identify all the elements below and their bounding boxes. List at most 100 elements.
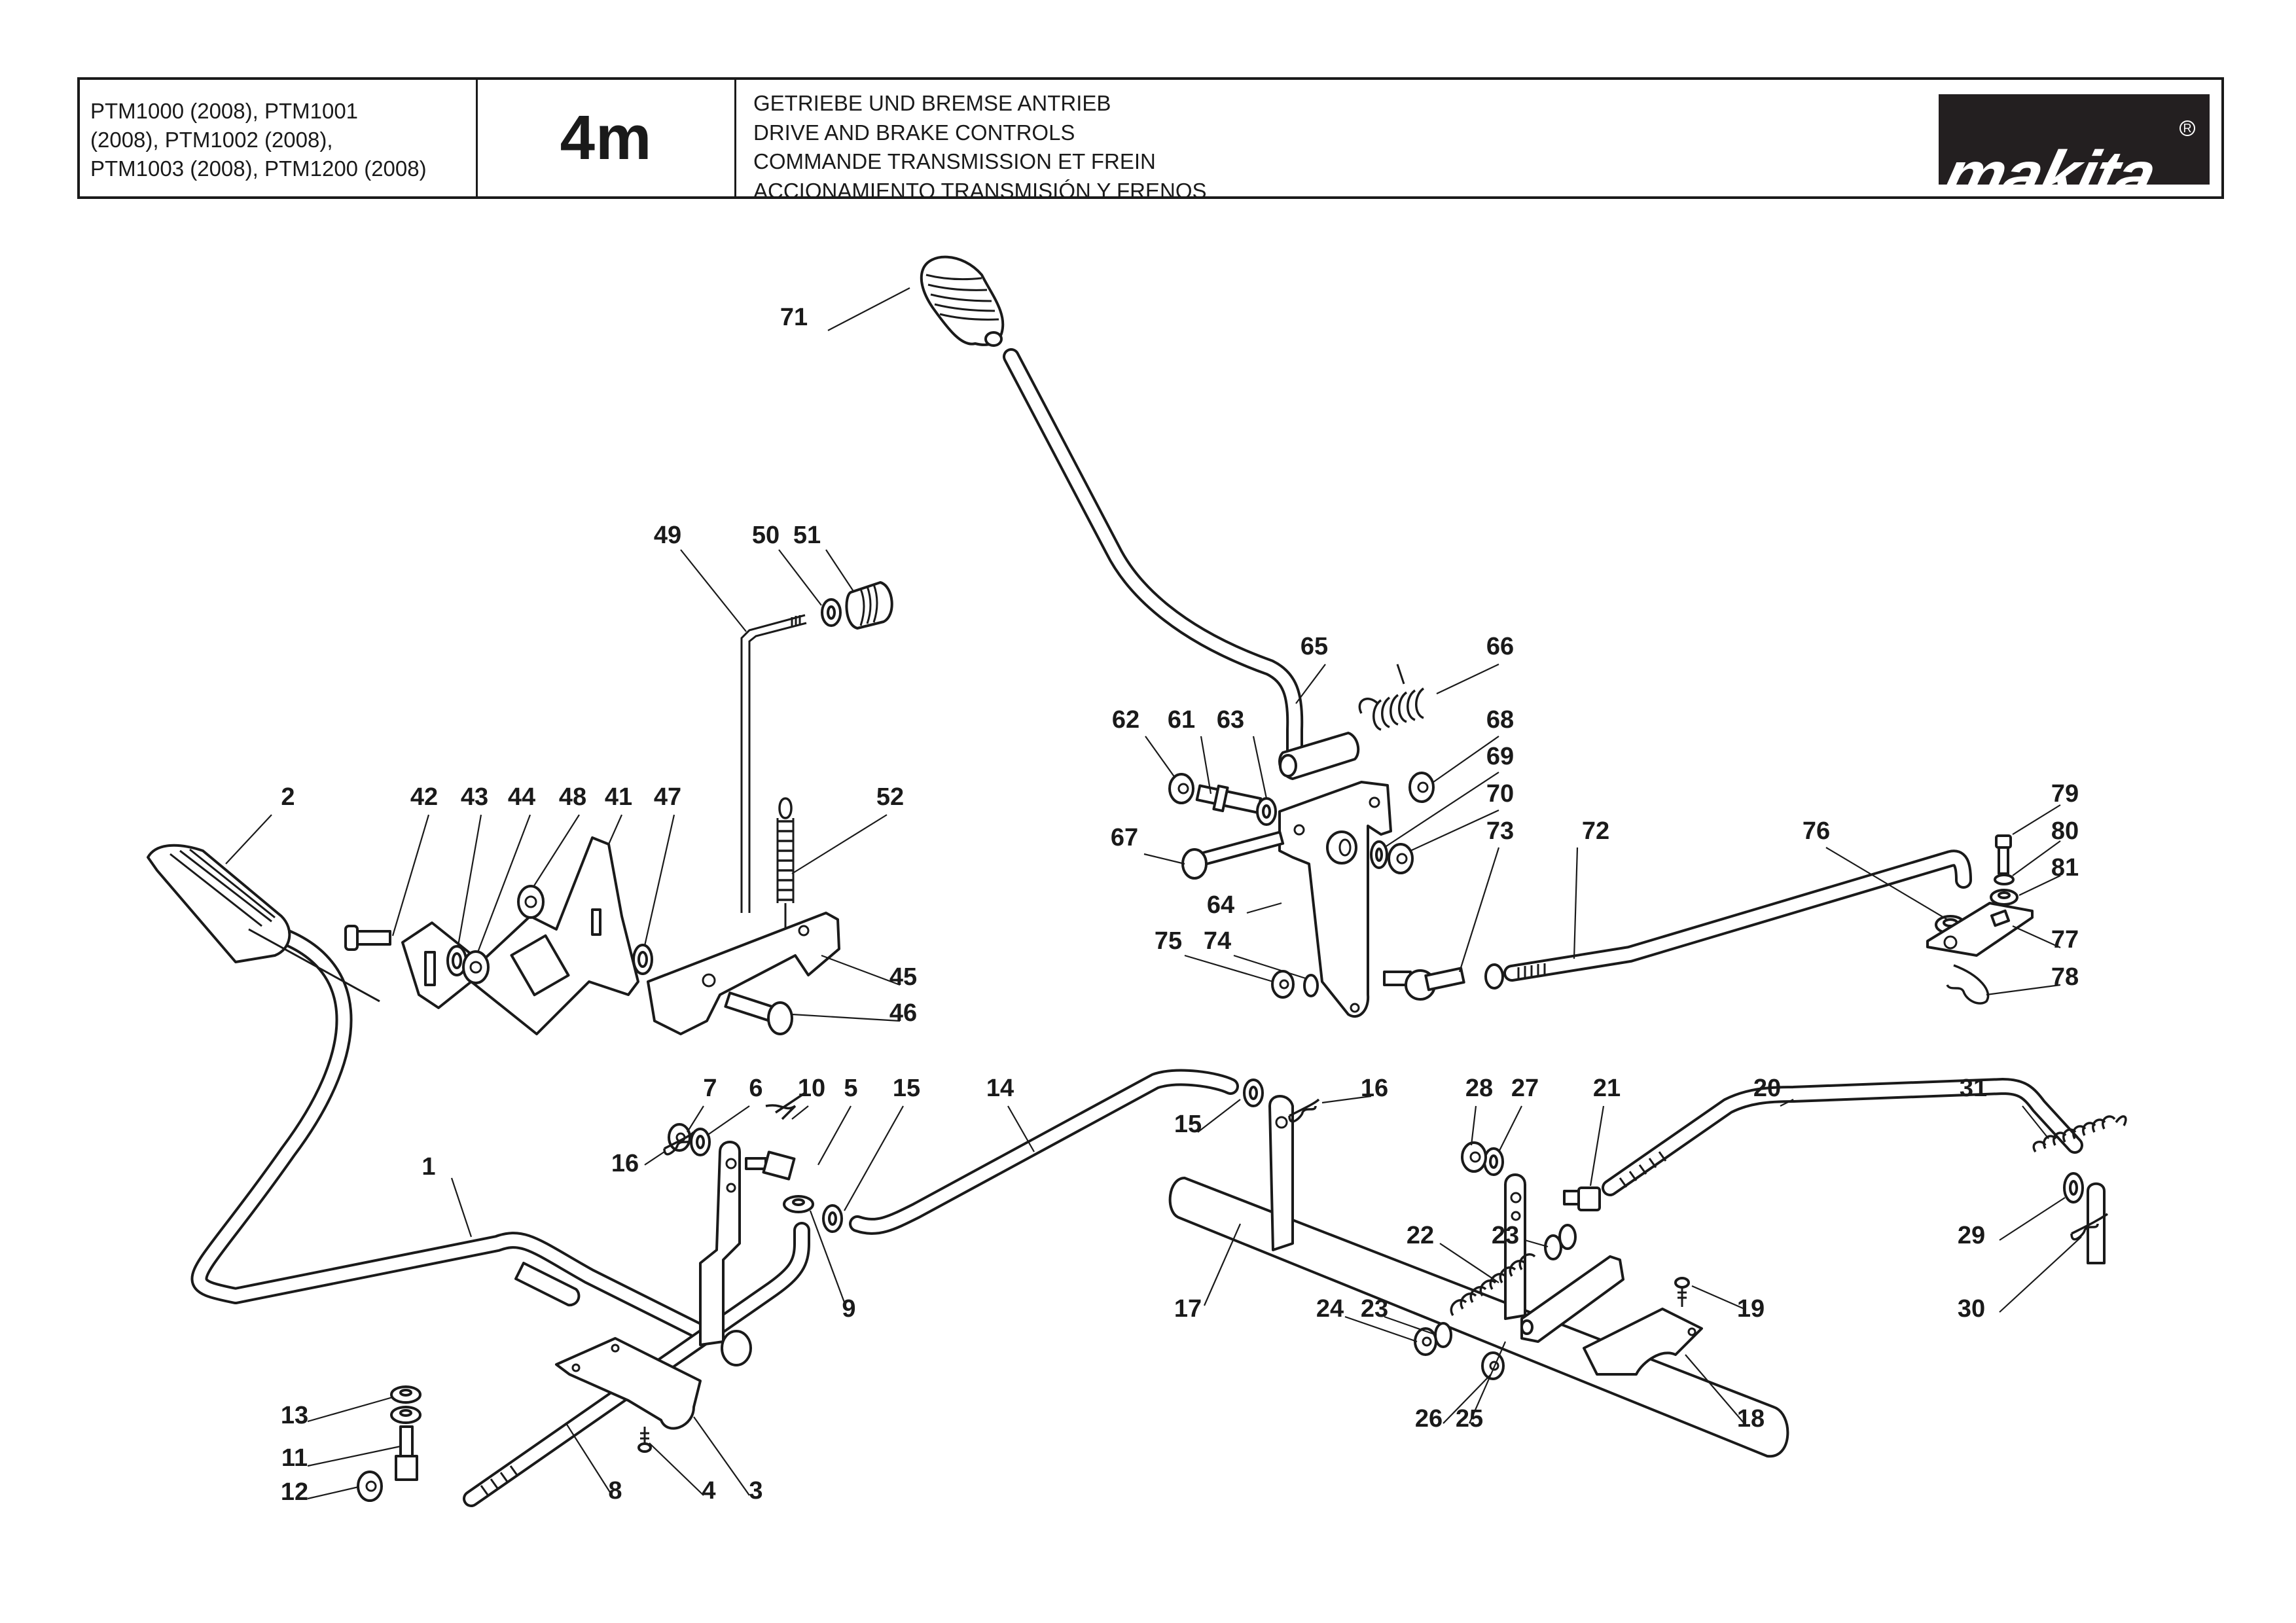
part-43-washer [446,945,467,976]
callout-9: 9 [842,1295,855,1323]
part-17-cross-shaft [1168,1095,1789,1458]
callout-16: 16 [611,1150,639,1177]
callout-28: 28 [1465,1075,1493,1102]
callout-16: 16 [1361,1075,1388,1102]
part-14-link-rod [849,1069,1239,1235]
part-44-nut [462,950,490,984]
leader-line-15 [844,1105,904,1211]
leader-line-2 [225,814,272,865]
part-25-brake-arm [1504,1173,1624,1343]
leader-line-10 [791,1105,809,1120]
part-49-brake-rod [740,614,807,913]
part-16-hair-pin-right [1288,1098,1320,1123]
part-63-washer [1256,797,1277,826]
leader-line-61 [1200,736,1212,794]
leader-line-18 [1685,1354,1745,1424]
callout-24: 24 [1316,1295,1344,1323]
part-47-washer [632,944,653,975]
callout-5: 5 [844,1075,857,1102]
callout-48: 48 [559,783,586,811]
brand-logo: makita R [1939,94,2210,185]
leader-line-29 [1999,1197,2066,1241]
part-23-washer-lower [1434,1322,1452,1348]
callout-29: 29 [1958,1222,1985,1249]
callout-51: 51 [793,522,821,549]
leader-line-11 [307,1445,401,1467]
leader-line-16 [1321,1095,1372,1104]
leader-line-23 [1384,1315,1437,1336]
leader-line-23 [1524,1239,1549,1248]
part-3-clamp [555,1337,702,1430]
leader-line-12 [307,1486,359,1500]
part-10-hair-pin [765,1092,806,1120]
part-26-nut [1481,1351,1505,1380]
leader-line-71 [827,287,910,331]
leader-line-70 [1410,810,1499,851]
leader-lines [225,287,2082,1500]
callout-19: 19 [1737,1295,1765,1323]
callout-43: 43 [461,783,488,811]
leader-line-52 [791,814,888,874]
model-line: PTM1000 (2008), PTM1001 [90,99,359,123]
part-48-nut [517,885,545,919]
leader-line-25 [1468,1341,1507,1424]
callout-23: 23 [1361,1295,1388,1323]
leader-line-27 [1498,1105,1522,1152]
part-64-control-bracket [1278,781,1392,1018]
callout-71: 71 [780,304,808,331]
part-70-nut [1388,843,1414,874]
callout-80: 80 [2051,817,2079,845]
callout-65: 65 [1300,633,1328,660]
callout-70: 70 [1486,780,1514,808]
part-51-knob [845,581,893,630]
leader-line-20 [1780,1099,1794,1107]
callout-20: 20 [1753,1075,1781,1102]
callout-50: 50 [752,522,780,549]
callout-52: 52 [876,783,904,811]
leader-line-19 [1691,1285,1745,1310]
callout-6: 6 [749,1075,762,1102]
leader-line-76 [1825,847,1948,920]
callout-27: 27 [1511,1075,1539,1102]
part-15-washer-left [822,1204,843,1233]
part-67-bolt [1181,830,1285,880]
part-18-clamp [1583,1308,1703,1376]
callout-8: 8 [608,1477,622,1505]
part-74-washer [1303,974,1319,997]
part-41-pedal-bracket [401,836,639,1035]
callout-78: 78 [2051,963,2079,991]
part-24-nut [1414,1327,1437,1356]
part-29-washer [2063,1172,2084,1204]
callout-4: 4 [702,1477,715,1505]
leader-line-9 [809,1210,846,1303]
part-72-control-rod [1503,849,1972,982]
callout-81: 81 [2051,854,2079,882]
callout-7: 7 [703,1075,717,1102]
callout-66: 66 [1486,633,1514,660]
callout-49: 49 [654,522,681,549]
part-4-screw [637,1427,652,1453]
callout-45: 45 [889,963,917,991]
model-line: PTM1003 (2008), PTM1200 (2008) [90,156,427,181]
leader-line-51 [825,549,855,593]
part-80-lock-washer [1994,874,2015,885]
leader-line-13 [307,1396,393,1423]
part-28-nut [1461,1141,1487,1173]
part-5-pivot-arm [699,1141,752,1366]
part-30-hair-pin [2070,1182,2108,1264]
leader-line-31 [2022,1105,2049,1139]
section-titles: GETRIEBE UND BREMSE ANTRIEB DRIVE AND BR… [736,80,2221,203]
part-13-washers [390,1385,422,1424]
callout-42: 42 [410,783,438,811]
callout-79: 79 [2051,780,2079,808]
registered-mark-icon: R [2179,120,2195,136]
leader-line-80 [2012,840,2061,876]
part-61-stud [1195,784,1263,814]
leader-line-44 [476,814,531,953]
part-71-shift-knob [920,255,1005,347]
title-fr: COMMANDE TRANSMISSION ET FREIN [753,149,1156,173]
callout-73: 73 [1486,817,1514,845]
callout-75: 75 [1155,927,1182,955]
